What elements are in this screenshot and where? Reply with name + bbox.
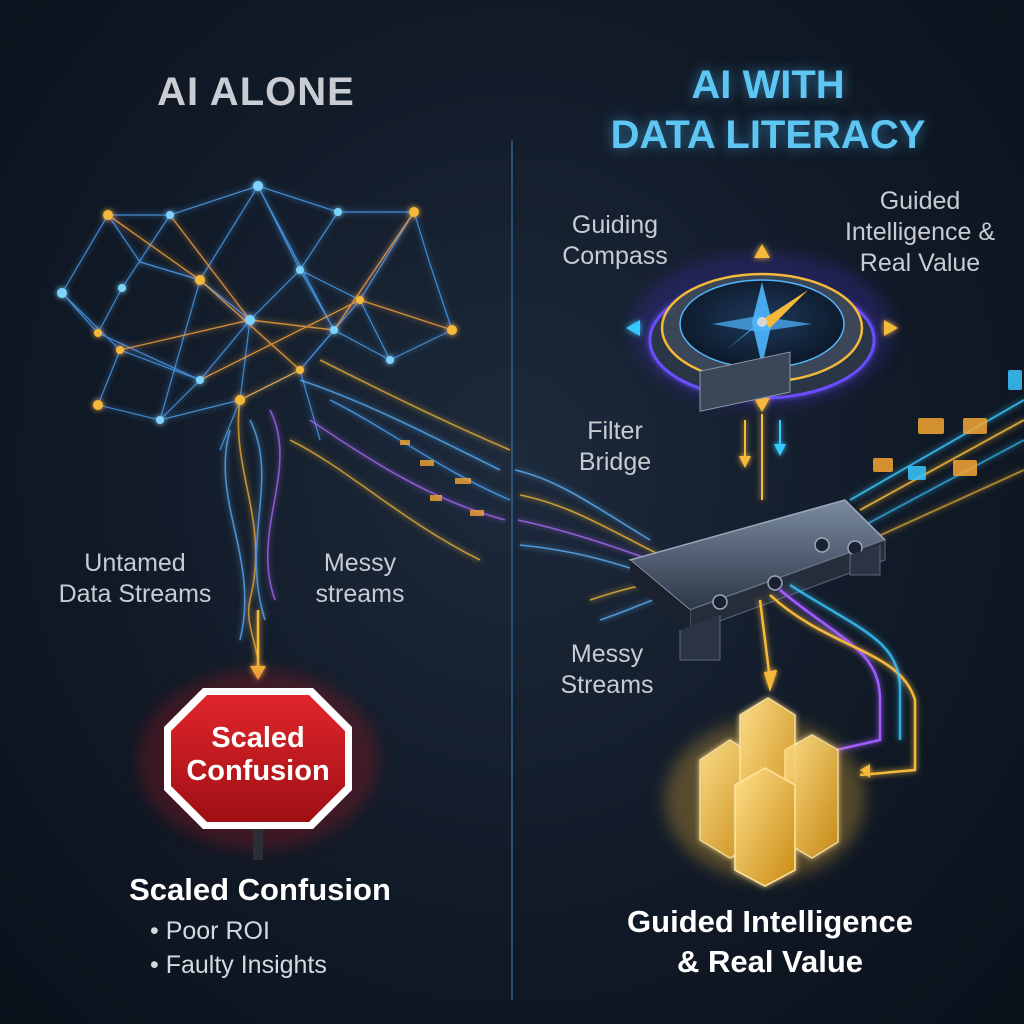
right-title-line-2: DATA LITERACY [610,113,926,157]
stop-sign-text: Scaled Confusion [160,722,356,788]
label-messy-left-line-2: streams [315,580,405,608]
label-guided-intelligence: Guided Intelligence & Real Value [828,186,1012,279]
label-untamed-data-streams: Untamed Data Streams [40,548,230,610]
label-untamed-line-2: Data Streams [58,580,212,608]
filter-bridge-icon [628,351,887,661]
label-guided-line-3: Real Value [859,249,981,277]
label-messy-left-line-1: Messy [323,549,397,577]
bullet-faulty-insights: • Faulty Insights [150,951,327,979]
network-brain-icon [57,181,457,451]
stop-sign-line-2: Confusion [186,755,330,787]
right-summary: Guided Intelligence & Real Value [540,902,1000,982]
crystal-cluster-icon [665,697,865,887]
left-summary-title: Scaled Confusion [129,872,391,907]
label-filter-line-2: Bridge [578,448,652,476]
label-messy-streams-left: Messy streams [300,548,420,610]
label-messy-right-line-1: Messy [570,640,644,668]
right-title: AI WITH DATA LITERACY [512,60,1024,160]
label-guided-line-1: Guided [879,187,961,215]
label-guiding-compass: Guiding Compass [545,210,685,272]
untamed-data-streams [224,359,511,661]
label-compass-line-1: Guiding [571,211,659,239]
data-packets-right [873,370,1022,480]
left-title: AI ALONE [157,70,355,114]
outgoing-clean-streams [849,399,1024,541]
refined-streams [758,583,917,778]
stop-sign-icon [138,670,378,860]
label-messy-right-line-2: Streams [560,671,654,699]
right-summary-line-2: & Real Value [676,944,864,979]
compass-icon [626,244,898,412]
label-filter-bridge: Filter Bridge [560,416,670,478]
label-untamed-line-1: Untamed [84,549,186,577]
bullet-poor-roi: • Poor ROI [150,917,270,945]
right-summary-line-1: Guided Intelligence [627,904,913,939]
label-messy-streams-right: Messy Streams [545,639,669,701]
stop-sign-line-1: Scaled [211,722,305,754]
guidance-arrows [739,414,786,500]
right-title-line-1: AI WITH [691,63,845,107]
down-arrow-left [250,610,266,680]
label-compass-line-2: Compass [562,242,668,270]
label-guided-line-2: Intelligence & [844,218,996,246]
left-bullet-list: • Poor ROI • Faulty Insights [150,914,327,982]
label-filter-line-1: Filter [587,417,643,445]
data-fragment-chips [400,440,484,516]
